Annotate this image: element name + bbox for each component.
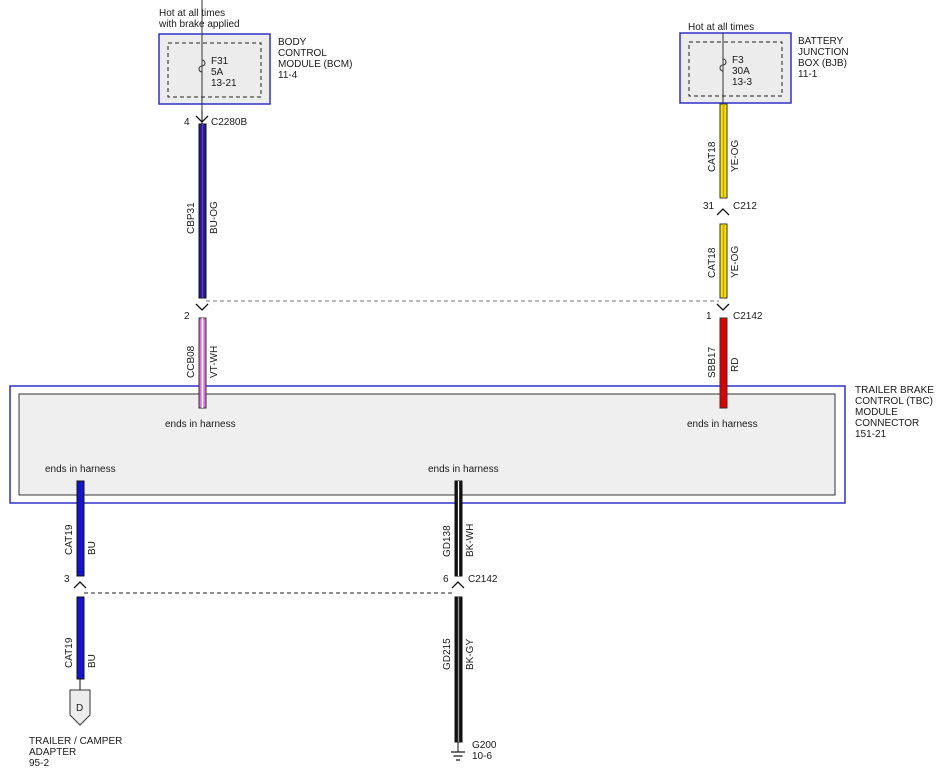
- wire-cat19-upper-circuit: CAT19: [64, 524, 75, 555]
- tbc-name-line4: CONNECTOR: [855, 418, 919, 429]
- ground-name-line2: 10-6: [472, 751, 492, 762]
- bcm-name-line1: BODY: [278, 37, 307, 48]
- wire-ccb08[interactable]: CCB08 VT-WH: [186, 317, 220, 409]
- wire-gd138-circuit: GD138: [442, 525, 453, 557]
- trailer-plug-letter: D: [76, 703, 83, 714]
- wire-gd215[interactable]: GD215 BK-GY: [442, 596, 476, 743]
- wire-cat19-upper-color: BU: [87, 541, 98, 555]
- c212-label: C212: [733, 201, 757, 212]
- c2142-bottom-right-pin: 6: [443, 574, 449, 585]
- bcm-name-line4: 11-4: [278, 70, 298, 81]
- wire-cat19-lower-color: BU: [87, 654, 98, 668]
- bcm-fuse-outline: [167, 42, 262, 98]
- ground-icon: [451, 751, 465, 761]
- wire-cbp31-color: BU-OG: [209, 201, 220, 234]
- bjb-name-line3: BOX (BJB): [798, 58, 847, 69]
- c2142-bottom-left-arrow: [73, 581, 87, 589]
- wire-sbb17[interactable]: SBB17 RD: [707, 317, 741, 409]
- tbc-ends-bottom-mid: ends in harness: [428, 464, 499, 475]
- connector-c2280b[interactable]: 4 C2280B: [184, 110, 247, 128]
- wire-cat19-upper-body: [76, 480, 85, 577]
- bjb-fuse-symbol: [719, 58, 727, 72]
- bcm-name-line3: MODULE (BCM): [278, 59, 352, 70]
- bcm-box: [158, 33, 271, 105]
- wire-cat19-upper[interactable]: CAT19 BU: [64, 480, 98, 577]
- connector-c2142-top-right[interactable]: 1 C2142: [706, 303, 763, 322]
- wire-cbp31[interactable]: CBP31 BU-OG: [186, 123, 220, 299]
- wire-cat18-upper-color: YE-OG: [730, 140, 741, 172]
- tbc-ends-top-right: ends in harness: [687, 419, 758, 430]
- bjb-name-line4: 11-1: [798, 69, 818, 80]
- connector-c2142-top-left[interactable]: 2: [184, 303, 209, 322]
- tbc-module[interactable]: ends in harness ends in harness ends in …: [9, 385, 934, 504]
- c212-pin-arrow: [716, 208, 730, 216]
- bcm-fuse-symbol: [198, 59, 206, 73]
- bjb-fuse-rating: 30A: [732, 66, 750, 77]
- bcm-note-line1: Hot at all times: [159, 8, 225, 19]
- connector-c2142-bottom-left[interactable]: 3: [64, 574, 87, 589]
- c2142-bottom-left-pin: 3: [64, 574, 70, 585]
- wire-cat19-lower-circuit: CAT19: [64, 637, 75, 668]
- wire-sbb17-color: RD: [730, 358, 741, 372]
- bjb-fuse-outline: [688, 41, 783, 97]
- ground-name-line1: G200: [472, 740, 497, 751]
- bcm-fuse-rating: 5A: [211, 67, 224, 78]
- tbc-box-inner: [18, 393, 836, 496]
- c212-pin: 31: [703, 201, 715, 212]
- wire-sbb17-circuit: SBB17: [707, 346, 718, 378]
- tbc-ends-top-left: ends in harness: [165, 419, 236, 430]
- bjb-fuse-ref: 13-3: [732, 77, 752, 88]
- wire-gd138[interactable]: GD138 BK-WH: [442, 480, 476, 577]
- bjb-name-line1: BATTERY: [798, 36, 844, 47]
- tbc-name-line5: 151-21: [855, 429, 887, 440]
- bcm-fuse-id: F31: [211, 56, 229, 67]
- wire-cat19-lower[interactable]: CAT19 BU: [64, 596, 98, 680]
- wire-cat18-lower-color: YE-OG: [730, 246, 741, 278]
- tbc-ends-bottom-left: ends in harness: [45, 464, 116, 475]
- wire-ccb08-color: VT-WH: [209, 346, 220, 378]
- c2142-top-right-pin: 1: [706, 311, 712, 322]
- trailer-adapter[interactable]: D TRAILER / CAMPER ADAPTER 95-2: [29, 679, 122, 769]
- c2142-top-right-arrow: [716, 303, 730, 311]
- bjb-box: [679, 32, 792, 104]
- bjb-fuse-id: F3: [732, 55, 744, 66]
- c2142-top-left-arrow: [195, 303, 209, 311]
- wire-sbb17-body: [719, 317, 728, 409]
- bjb-note: Hot at all times: [688, 22, 754, 33]
- bcm-note-line2: with brake applied: [158, 19, 240, 30]
- wire-cat19-lower-body: [76, 596, 85, 680]
- bcm-fuse-ref: 13-21: [211, 78, 237, 89]
- trailer-name-line3: 95-2: [29, 758, 49, 769]
- ground-g200[interactable]: G200 10-6: [451, 740, 497, 762]
- trailer-name-line1: TRAILER / CAMPER: [29, 736, 122, 747]
- c2142-top-label: C2142: [733, 311, 763, 322]
- bjb-name-line2: JUNCTION: [798, 47, 849, 58]
- wire-cat18-upper-circuit: CAT18: [707, 141, 718, 172]
- wire-cbp31-circuit: CBP31: [186, 202, 197, 234]
- wire-gd215-color: BK-GY: [465, 639, 476, 670]
- bjb-module[interactable]: Hot at all times F3 30A 13-3 BATTERY JUN…: [679, 22, 849, 104]
- trailer-plug-shape: [69, 689, 91, 726]
- wire-ccb08-circuit: CCB08: [186, 345, 197, 378]
- wire-cat18-upper[interactable]: CAT18 YE-OG: [707, 103, 741, 199]
- connector-c2142-bottom-right[interactable]: 6 C2142: [443, 574, 498, 589]
- trailer-name-line2: ADAPTER: [29, 747, 76, 758]
- c2142-bottom-label: C2142: [468, 574, 498, 585]
- c2142-top-left-pin: 2: [184, 311, 190, 322]
- wire-gd138-color: BK-WH: [465, 524, 476, 557]
- c2280b-label: C2280B: [211, 117, 247, 128]
- c2142-bottom-right-arrow: [451, 581, 465, 589]
- c2280b-pin: 4: [184, 117, 190, 128]
- tbc-name-line3: MODULE: [855, 407, 898, 418]
- wire-cat18-lower[interactable]: CAT18 YE-OG: [707, 223, 741, 299]
- bcm-module[interactable]: Hot at all times with brake applied F31 …: [158, 0, 352, 110]
- connector-c212[interactable]: 31 C212: [703, 201, 757, 216]
- tbc-name-line2: CONTROL (TBC): [855, 396, 933, 407]
- wire-cat18-lower-circuit: CAT18: [707, 247, 718, 278]
- wire-gd215-circuit: GD215: [442, 638, 453, 670]
- tbc-name-line1: TRAILER BRAKE: [855, 385, 934, 396]
- bcm-name-line2: CONTROL: [278, 48, 327, 59]
